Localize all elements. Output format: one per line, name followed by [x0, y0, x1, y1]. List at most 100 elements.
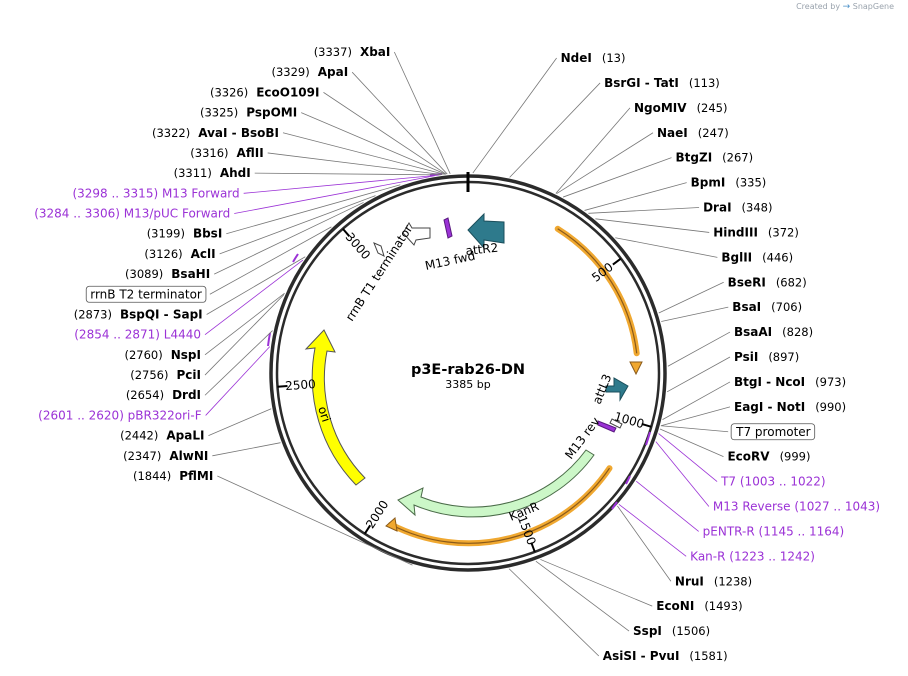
primer-name: M13 Reverse (1027 .. 1043) [713, 500, 880, 514]
m13-fwd-primer-mark [443, 217, 453, 239]
enzyme-site-position: (247) [698, 126, 729, 140]
leader-line [540, 559, 653, 607]
enzyme-site-position: (13) [602, 51, 626, 65]
feature-box-label: rrnB T2 terminator [85, 285, 207, 303]
enzyme-name: BsaHI [171, 267, 210, 281]
enzyme-label: NgoMIV(245) [634, 101, 728, 115]
enzyme-name: NaeI [657, 126, 688, 140]
primer-arc-right-2 [625, 475, 631, 485]
primer-label: (3284 .. 3306) M13/pUC Forward [34, 207, 230, 221]
leader-line [508, 568, 600, 657]
enzyme-label: NspI(2760) [125, 348, 202, 362]
feature-box [85, 285, 207, 303]
enzyme-name: PciI [177, 368, 202, 382]
enzyme-name: BspQI - SapI [120, 307, 203, 321]
leader-line [204, 292, 285, 356]
enzyme-name: AvaI - BsoBI [198, 126, 279, 140]
tick-mark [641, 422, 652, 428]
leader-line [243, 174, 439, 194]
primer-name: Kan-R (1223 .. 1242) [690, 549, 815, 563]
enzyme-name: DraI [703, 201, 731, 215]
m13-fwd-label: M13 fwd [424, 249, 477, 273]
enzyme-site-position: (1493) [704, 599, 742, 613]
leader-line [208, 408, 272, 436]
snapgene-logo: → [842, 2, 851, 12]
leader-line [662, 381, 731, 420]
enzyme-site-position: (267) [722, 151, 753, 165]
enzyme-site-position: (682) [776, 275, 807, 289]
enzyme-label: BseRI (682) [728, 275, 807, 289]
enzyme-label: BsrGI - TatI(113) [604, 76, 720, 90]
enzyme-site-position: (706) [771, 300, 802, 314]
leader-line [204, 294, 285, 376]
enzyme-site-position: (1844) [133, 469, 171, 483]
enzyme-name: PspOMI [246, 106, 297, 120]
leader-line [595, 218, 710, 233]
enzyme-label: NruI(1238) [675, 574, 752, 588]
enzyme-label: BspQI - SapI (2873) [74, 307, 203, 321]
enzyme-label: XbaI(3337) [314, 45, 391, 59]
enzyme-label: BsaI(706) [732, 300, 802, 314]
plasmid-name: p3E-rab26-DN [411, 362, 525, 378]
enzyme-name: SspI [633, 624, 662, 638]
leader-line [209, 226, 332, 295]
enzyme-name: NspI [171, 348, 201, 362]
rrnb-t1-terminator-arrow [402, 222, 431, 246]
attr2-arrow [467, 212, 505, 250]
enzyme-label: DrdI(2654) [126, 388, 201, 402]
leader-line [205, 346, 271, 416]
enzyme-label: AhdI(3311) [174, 166, 251, 180]
enzyme-label: BsaHI(3089) [125, 267, 210, 281]
tick-label: 1500 [515, 514, 539, 548]
enzyme-site-position: (446) [762, 250, 793, 264]
enzyme-name: AclI [191, 247, 216, 261]
enzyme-name: BseRI [728, 275, 766, 289]
enzyme-name: NgoMIV [634, 101, 687, 115]
enzyme-name: PsiI [734, 350, 758, 364]
leader-line [351, 71, 448, 175]
leader-line [267, 152, 443, 176]
feature-box-text: T7 promoter [735, 425, 811, 439]
enzyme-site-position: (113) [689, 76, 720, 90]
enzyme-label: AsiSI - PvuI(1581) [603, 649, 728, 663]
tick-mark [277, 385, 288, 388]
enzyme-name: ApaLI [166, 429, 204, 443]
leader-line [667, 331, 731, 367]
leader-lines [204, 51, 731, 657]
leader-line [655, 441, 710, 507]
tick-label: 1000 [613, 409, 646, 431]
kanr-cds-arrow [397, 449, 595, 518]
enzyme-site-position: (348) [742, 201, 773, 215]
enzyme-site-position: (3325) [200, 106, 238, 120]
primer-label: M13 Reverse (1027 .. 1043) [713, 500, 880, 514]
m13-rev-primer-mark [597, 420, 617, 433]
enzyme-label: HindIII(372) [713, 225, 799, 239]
enzyme-label: NaeI (247) [657, 126, 729, 140]
ori-label: ori [315, 405, 333, 424]
leader-line [535, 560, 630, 632]
enzyme-site-position: (2873) [74, 307, 112, 321]
enzyme-site-position: (1506) [672, 624, 710, 638]
enzyme-name: EcoRV [727, 450, 770, 464]
feature-box [730, 423, 816, 441]
enzyme-name: ApaI [318, 65, 348, 79]
primer-label: T7 (1003 .. 1022) [720, 475, 825, 489]
enzyme-site-position: (3126) [144, 247, 182, 261]
enzyme-name: XbaI [360, 45, 390, 59]
enzyme-site-position: (372) [768, 225, 799, 239]
enzyme-site-position: (1238) [714, 574, 752, 588]
tick-mark [530, 542, 536, 553]
enzyme-label: BsaAI(828) [734, 325, 813, 339]
tick-mark [363, 524, 372, 535]
primer-label: (2601 .. 2620) pBR322ori-F [38, 408, 202, 422]
enzyme-label: ApaI(3329) [271, 65, 348, 79]
enzyme-name: BbsI [193, 227, 222, 241]
primer-label: Kan-R (1223 .. 1242) [690, 549, 815, 563]
leader-line [658, 281, 724, 314]
enzyme-site-position: (3316) [190, 146, 228, 160]
enzyme-name: PflMI [179, 469, 213, 483]
leader-line [204, 330, 273, 396]
leader-line [588, 207, 700, 214]
enzyme-site-position: (3311) [174, 166, 212, 180]
